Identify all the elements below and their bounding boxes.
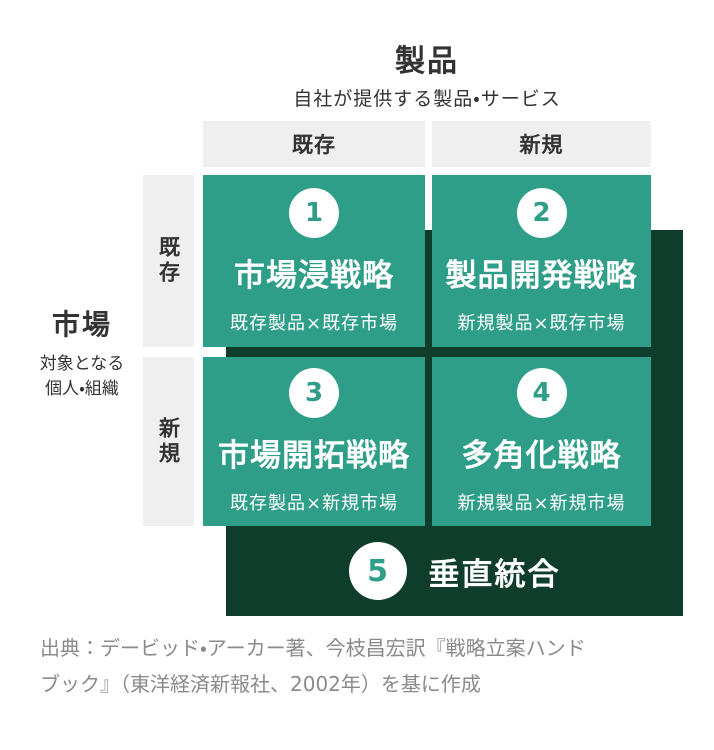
quadrant-1-title: 市場浸戦略 — [234, 257, 394, 294]
quadrant-4-title: 多角化戦略 — [461, 438, 622, 474]
quadrant-2-number-badge: 2 — [516, 187, 567, 238]
column-header-new: 新規 — [432, 121, 651, 167]
market-axis-subtitle: 対象となる 個人・組織 — [17, 352, 147, 402]
quadrant-4-number-badge: 4 — [516, 368, 567, 418]
banner-number-badge: 5 — [348, 542, 407, 600]
product-axis-subtitle: 自社が提供する製品・サービス — [293, 88, 561, 110]
source-citation: 出典：デービッド・アーカー著、今枝昌宏訳『戦略立案ハンド ブック』（東洋経済新報… — [40, 630, 688, 702]
quadrant-1-market-penetration: 1 市場浸戦略 既存製品×既存市場 — [203, 175, 425, 347]
quadrant-4-diversification: 4 多角化戦略 新規製品×新規市場 — [432, 357, 651, 526]
banner-title: 垂直統合 — [428, 556, 561, 593]
row-header-existing: 既存 — [143, 175, 194, 347]
row-header-new: 新規 — [143, 357, 194, 526]
source-citation-line2: ブック』（東洋経済新報社、2002年）を基に作成 — [40, 672, 481, 696]
quadrant-4-combo: 新規製品×新規市場 — [457, 493, 626, 514]
vertical-integration-banner: 5 垂直統合 — [226, 526, 683, 616]
market-axis-subtitle-line1: 対象となる — [39, 354, 125, 374]
quadrant-2-product-development: 2 製品開発戦略 新規製品×既存市場 — [432, 175, 651, 347]
quadrant-3-market-development: 3 市場開拓戦略 既存製品×新規市場 — [203, 357, 425, 526]
market-axis-subtitle-line2: 個人・組織 — [45, 379, 119, 399]
product-axis-title: 製品 — [395, 44, 459, 79]
quadrant-1-number-badge: 1 — [289, 187, 339, 238]
quadrant-1-combo: 既存製品×既存市場 — [229, 312, 399, 334]
market-axis-title: 市場 — [51, 308, 112, 341]
quadrant-3-number-badge: 3 — [289, 368, 339, 418]
column-header-existing: 既存 — [203, 121, 425, 167]
quadrant-2-combo: 新規製品×既存市場 — [457, 312, 626, 334]
quadrant-3-title: 市場開拓戦略 — [218, 438, 410, 474]
quadrant-2-title: 製品開発戦略 — [445, 257, 638, 294]
source-citation-line1: 出典：デービッド・アーカー著、今枝昌宏訳『戦略立案ハンド — [40, 636, 586, 660]
quadrant-3-combo: 既存製品×新規市場 — [229, 493, 399, 514]
